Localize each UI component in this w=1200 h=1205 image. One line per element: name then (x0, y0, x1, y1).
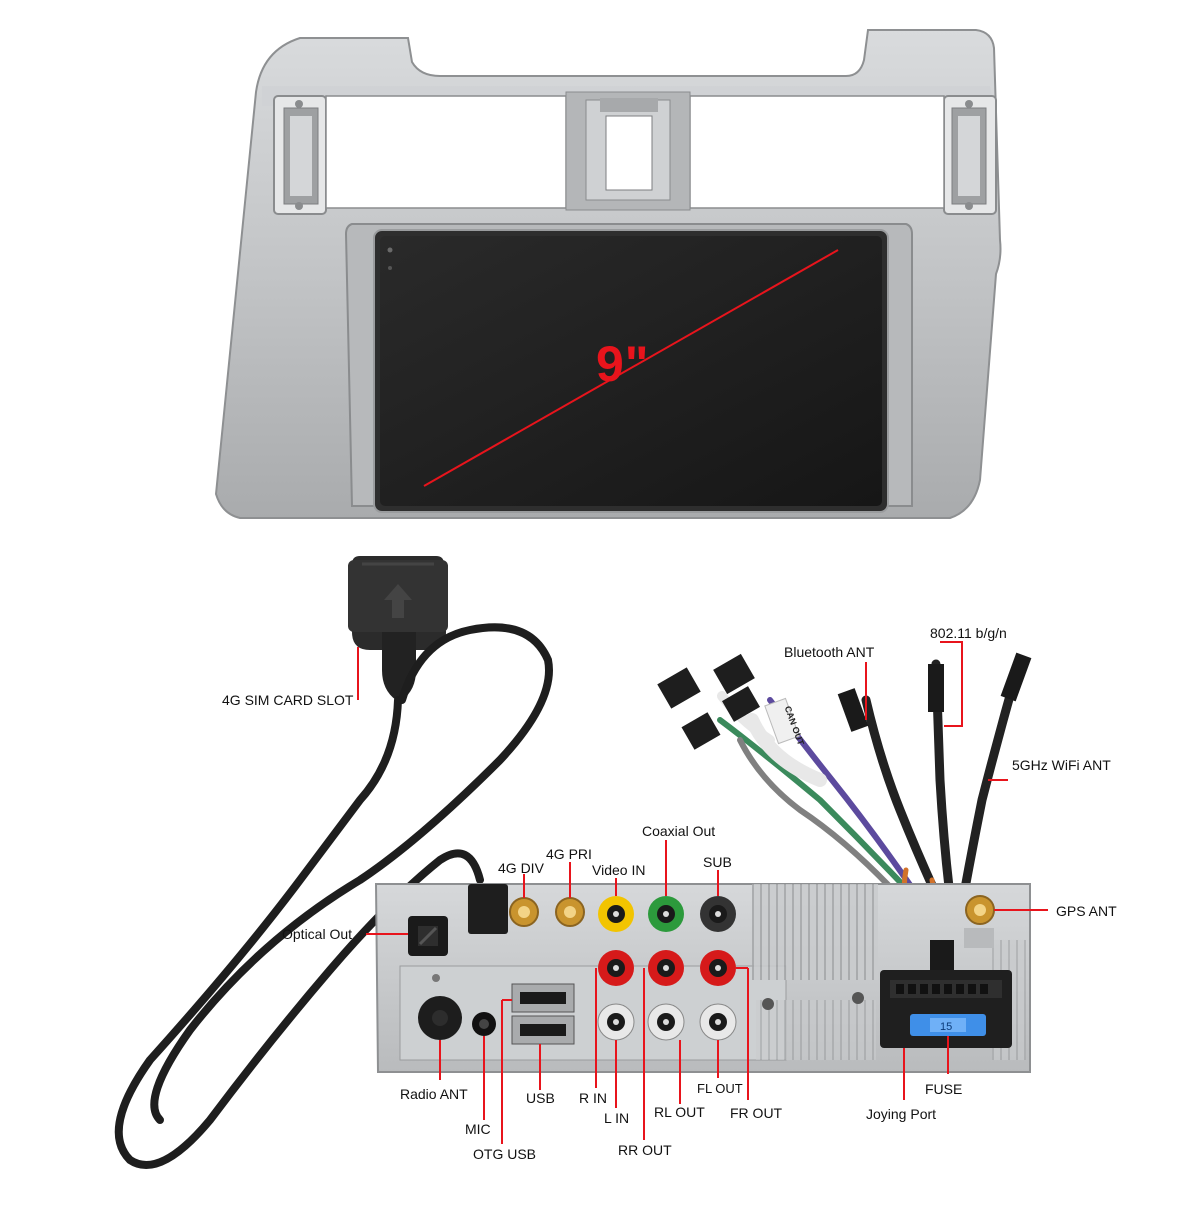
bluetooth-ant-label: Bluetooth ANT (784, 644, 875, 660)
fuse-label: FUSE (925, 1081, 963, 1097)
mic-label: MIC (465, 1121, 491, 1137)
4g-pri-label: 4G PRI (546, 846, 592, 862)
video-in-label: Video IN (592, 862, 646, 878)
sma-connector-icon (509, 895, 995, 927)
screen-size-label: 9" (596, 336, 650, 392)
4g-div-label: 4G DIV (498, 860, 544, 876)
coaxial-out-label: Coaxial Out (642, 823, 716, 839)
fr-out-label: FR OUT (730, 1105, 783, 1121)
sim-port-block (468, 884, 508, 934)
leader-lines (357, 641, 1048, 1144)
sim-card-slot-icon (348, 556, 448, 700)
sub-label: SUB (703, 854, 732, 870)
gps-ant-label: GPS ANT (1056, 903, 1117, 919)
radio-ant-label: Radio ANT (400, 1086, 468, 1102)
sim-card-slot-label: 4G SIM CARD SLOT (222, 692, 354, 708)
fuse-rating: 15 (940, 1021, 952, 1033)
fl-out-label: FL OUT (697, 1081, 743, 1096)
wifi-5ghz-label: 5GHz WiFi ANT (1012, 757, 1111, 773)
fuse-icon (910, 1014, 986, 1036)
r-in-label: R IN (579, 1090, 607, 1106)
radio-antenna-port (418, 996, 462, 1040)
usb-label: USB (526, 1090, 555, 1106)
mic-port (472, 1012, 496, 1036)
joying-port-label: Joying Port (866, 1106, 937, 1122)
rl-out-label: RL OUT (654, 1104, 705, 1120)
rr-out-label: RR OUT (618, 1142, 672, 1158)
wifi-802-label: 802.11 b/g/n (930, 625, 1007, 641)
otg-usb-label: OTG USB (473, 1146, 537, 1162)
head-unit-bezel (214, 29, 1002, 519)
l-in-label: L IN (604, 1110, 630, 1126)
usb-port-icon (511, 983, 575, 1045)
cable-connectors (657, 652, 1032, 750)
rca-jack-icon (597, 896, 737, 1041)
optical-out-label: Optical Out (282, 926, 353, 942)
optical-out-port (408, 916, 448, 956)
